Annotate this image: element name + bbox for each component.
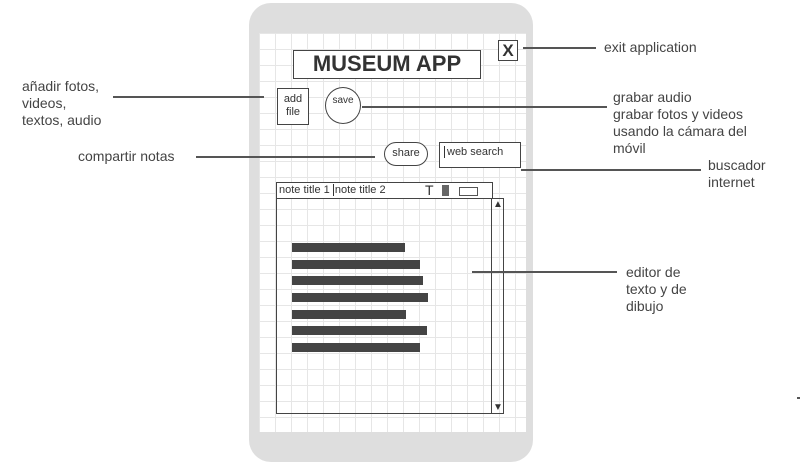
annotation-exit: exit application	[604, 39, 697, 55]
add-file-button[interactable]: add file	[277, 88, 309, 125]
annotation-save: grabar audio grabar fotos y videos usand…	[613, 89, 747, 156]
tab-note-2[interactable]: note title 2	[332, 184, 386, 196]
text-line-placeholder	[292, 276, 423, 286]
annotation-add: añadir fotos, videos, textos, audio	[22, 78, 102, 128]
exit-button[interactable]: X	[498, 40, 518, 61]
connector-save	[362, 106, 607, 108]
text-line-placeholder	[292, 243, 405, 252]
connector-share	[196, 156, 375, 158]
app-title: MUSEUM APP	[293, 50, 481, 79]
text-line-placeholder	[292, 259, 420, 269]
connector-add	[113, 96, 264, 98]
text-line-placeholder	[292, 293, 428, 303]
scrollbar[interactable]: ▲ ▼	[491, 199, 503, 413]
text-line-placeholder	[292, 309, 407, 319]
text-tool-icon[interactable]: T	[425, 182, 434, 198]
note-tab-bar: note title 1 note title 2 T	[276, 182, 493, 199]
mail-icon[interactable]	[459, 187, 478, 196]
annotation-search: buscador internet	[708, 157, 766, 190]
scroll-down-icon[interactable]: ▼	[493, 402, 503, 413]
share-button[interactable]: share	[384, 142, 428, 166]
connector-search	[521, 169, 701, 171]
stray-mark	[797, 397, 800, 399]
search-placeholder: web search	[444, 146, 504, 158]
text-line-placeholder	[292, 343, 420, 353]
connector-exit	[523, 47, 596, 49]
annotation-editor: editor de texto y de dibujo	[626, 264, 687, 314]
color-tool-icon[interactable]	[442, 185, 449, 196]
editor-area[interactable]: ▲ ▼	[276, 198, 504, 414]
scroll-up-icon[interactable]: ▲	[493, 199, 503, 210]
annotation-share: compartir notas	[78, 148, 175, 164]
save-button[interactable]: save	[325, 87, 361, 124]
text-line-placeholder	[292, 326, 427, 336]
connector-editor	[472, 271, 617, 273]
web-search-input[interactable]: web search	[439, 142, 521, 168]
tab-note-1[interactable]: note title 1	[279, 184, 330, 196]
